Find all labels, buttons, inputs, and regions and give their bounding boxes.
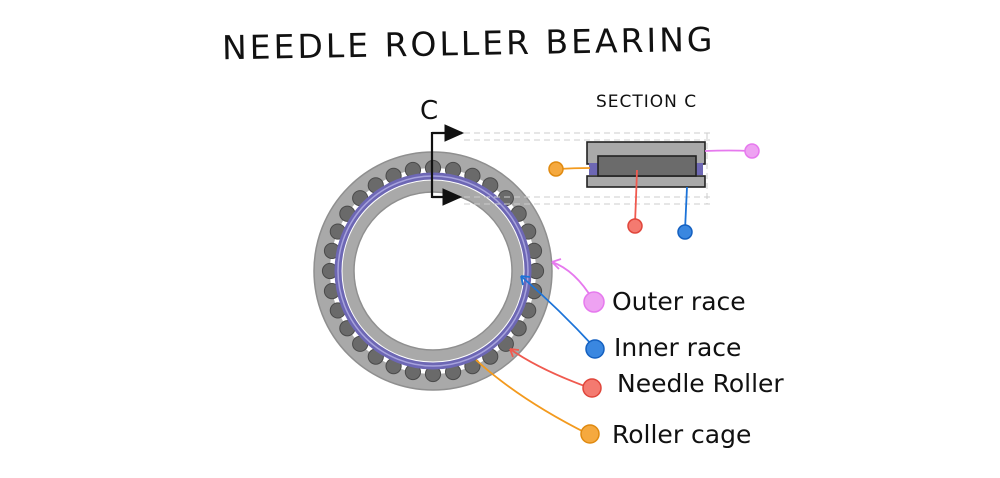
section-needle-dot <box>627 218 643 234</box>
projection-lines <box>464 132 710 205</box>
section-needle <box>597 155 697 177</box>
section-inner-race-dot <box>677 224 693 240</box>
section-title: SECTION C <box>596 92 698 112</box>
section-inner-race <box>586 175 706 188</box>
inner-race-dot <box>585 339 605 359</box>
label-outer-race: Outer race <box>612 287 746 316</box>
section-outer-race-dot <box>744 143 760 159</box>
label-roller-cage: Roller cage <box>612 420 752 449</box>
inner-race-ring-edge <box>353 191 513 351</box>
outer-race-dot <box>583 291 605 313</box>
inner-race-ring <box>342 180 524 362</box>
label-inner-race: Inner race <box>614 333 742 362</box>
section-cut-label: C <box>420 96 439 126</box>
section-cage-dot <box>548 161 564 177</box>
roller-cage-dot <box>580 424 600 444</box>
needle-roller-dot <box>582 378 602 398</box>
label-needle-roller: Needle Roller <box>617 369 784 398</box>
section-c-view <box>586 141 706 188</box>
